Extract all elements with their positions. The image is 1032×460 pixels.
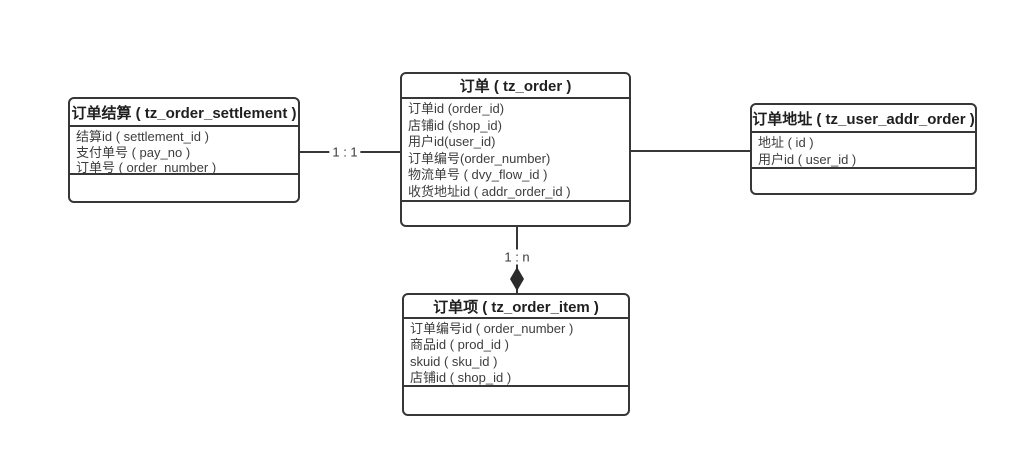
cardinality-label-one-to-many: 1 : n xyxy=(501,249,533,265)
field-row: 订单id (order_id) xyxy=(408,101,505,116)
field-row: 收货地址id ( addr_order_id ) xyxy=(408,183,571,199)
table-footer xyxy=(404,387,628,414)
field-row: 订单编号(order_number) xyxy=(408,150,551,166)
field-row: 订单编号id ( order_number ) xyxy=(410,321,574,336)
field-row: 地址 ( id ) xyxy=(758,135,814,150)
table-title: 订单结算 ( tz_order_settlement ) xyxy=(70,99,298,127)
field-row: 结算id ( settlement_id ) xyxy=(76,129,209,144)
table-fields: 结算id ( settlement_id )支付单号 ( pay_no )订单号… xyxy=(70,127,298,175)
field-row: 商品id ( prod_id ) xyxy=(410,337,509,353)
table-title: 订单项 ( tz_order_item ) xyxy=(404,295,628,319)
entity-table-order-item: 订单项 ( tz_order_item ) 订单编号id ( order_num… xyxy=(402,293,630,416)
cardinality-label-one-to-one: 1 : 1 xyxy=(329,144,361,160)
table-fields: 订单编号id ( order_number )商品id ( prod_id )s… xyxy=(404,319,628,387)
table-footer xyxy=(752,169,975,193)
entity-table-order-settlement: 订单结算 ( tz_order_settlement ) 结算id ( sett… xyxy=(68,97,300,203)
entity-table-user-addr-order: 订单地址 ( tz_user_addr_order ) 地址 ( id )用户i… xyxy=(750,103,977,195)
field-row: 订单号 ( order_number ) xyxy=(76,160,217,175)
table-footer xyxy=(402,202,629,225)
field-row: 用户id ( user_id ) xyxy=(758,151,857,167)
table-title: 订单 ( tz_order ) xyxy=(402,74,629,99)
table-title: 订单地址 ( tz_user_addr_order ) xyxy=(752,105,975,133)
entity-table-order: 订单 ( tz_order ) 订单id (order_id)店铺id (sho… xyxy=(400,72,631,227)
diamond-arrow-icon xyxy=(510,267,524,291)
field-row: 用户id(user_id) xyxy=(408,134,496,150)
field-row: 店铺id (shop_id) xyxy=(408,117,502,133)
field-row: 支付单号 ( pay_no ) xyxy=(76,144,191,160)
table-fields: 地址 ( id )用户id ( user_id ) xyxy=(752,133,975,169)
field-row: 店铺id ( shop_id ) xyxy=(410,369,512,385)
table-footer xyxy=(70,175,298,201)
field-row: 物流单号 ( dvy_flow_id ) xyxy=(408,167,548,183)
field-row: skuid ( sku_id ) xyxy=(410,353,498,369)
table-fields: 订单id (order_id)店铺id (shop_id)用户id(user_i… xyxy=(402,99,629,202)
